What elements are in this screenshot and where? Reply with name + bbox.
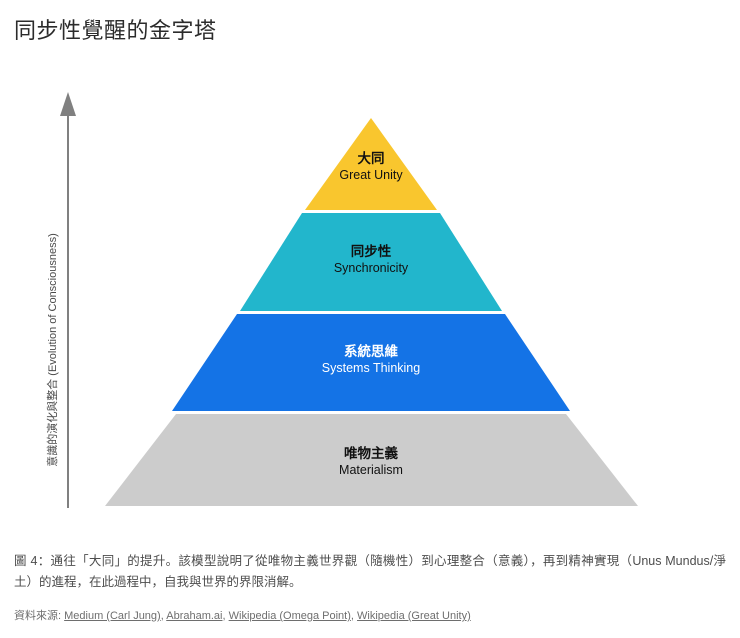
source-links-container: Medium (Carl Jung), Abraham.ai, Wikipedi… <box>64 610 471 622</box>
pyramid-level-systems-thinking-label-en: Systems Thinking <box>322 361 420 375</box>
pyramid-chart-svg: 意識的演化與整合 (Evolution of Consciousness) 唯物… <box>45 92 638 508</box>
pyramid-level-synchronicity-label-cn: 同步性 <box>351 243 392 259</box>
pyramid-level-materialism[interactable]: 唯物主義 Materialism <box>105 414 638 506</box>
source-link[interactable]: Medium (Carl Jung) <box>64 610 161 622</box>
source-link[interactable]: Wikipedia (Omega Point) <box>228 610 351 622</box>
pyramid-level-great-unity-label-en: Great Unity <box>339 168 403 182</box>
pyramid-level-materialism-label-cn: 唯物主義 <box>344 445 398 461</box>
pyramid-level-synchronicity-shape[interactable] <box>240 213 502 311</box>
pyramid-level-synchronicity[interactable]: 同步性 Synchronicity <box>240 213 502 311</box>
y-axis-arrow <box>60 92 76 508</box>
y-axis-label: 意識的演化與整合 (Evolution of Consciousness) <box>45 233 59 467</box>
pyramid-level-great-unity[interactable]: 大同 Great Unity <box>305 118 437 210</box>
pyramid-level-great-unity-shape[interactable] <box>305 118 437 210</box>
pyramid-level-synchronicity-label-en: Synchronicity <box>334 261 409 275</box>
figure-caption: 圖 4：通往「大同」的提升。該模型說明了從唯物主義世界觀（隨機性）到心理整合（意… <box>14 554 726 589</box>
sources-prefix: 資料來源: <box>14 610 62 622</box>
pyramid-figure: 意識的演化與整合 (Evolution of Consciousness) 唯物… <box>0 70 740 525</box>
sources-line: 資料來源: Medium (Carl Jung), Abraham.ai, Wi… <box>14 608 726 624</box>
pyramid-level-great-unity-label-cn: 大同 <box>358 150 385 166</box>
source-link[interactable]: Abraham.ai <box>166 610 223 622</box>
source-link[interactable]: Wikipedia (Great Unity) <box>357 610 471 622</box>
pyramid-level-systems-thinking-label-cn: 系統思維 <box>344 343 398 359</box>
pyramid-level-materialism-shape[interactable] <box>105 414 638 506</box>
pyramid-level-systems-thinking-shape[interactable] <box>172 314 570 411</box>
page-title: 同步性覺醒的金字塔 <box>14 18 217 43</box>
pyramid-level-materialism-label-en: Materialism <box>339 463 403 477</box>
pyramid-level-systems-thinking[interactable]: 系統思維 Systems Thinking <box>172 314 570 411</box>
